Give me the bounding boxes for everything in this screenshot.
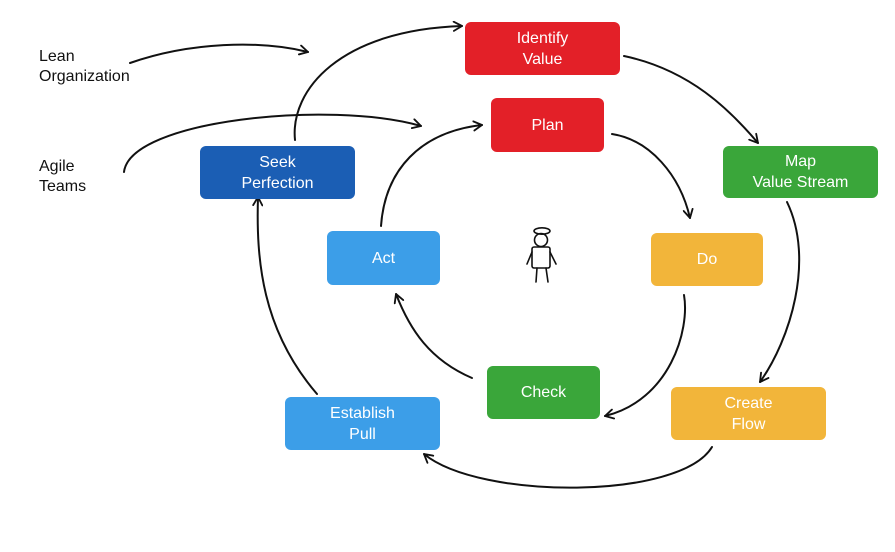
- do-box[interactable]: Do: [651, 233, 763, 286]
- arrow-map-to-create: [759, 201, 801, 383]
- arrow-establish-to-seek: [252, 196, 318, 395]
- arrow-act-to-plan: [380, 120, 483, 227]
- establish-pull-box[interactable]: Establish Pull: [285, 397, 440, 450]
- agile-teams-label: Agile Teams: [39, 158, 87, 195]
- arrow-check-to-act: [393, 293, 473, 379]
- agile-teams-arrow: [123, 113, 422, 173]
- arrow-identify-to-map: [623, 55, 759, 144]
- stick-figure-icon: [526, 227, 557, 283]
- act-box[interactable]: Act: [327, 231, 440, 285]
- identify-value-box[interactable]: Identify Value: [465, 22, 620, 75]
- seek-perfection-box[interactable]: Seek Perfection: [200, 146, 355, 199]
- lean-organization-arrow: [129, 43, 309, 64]
- arrow-seek-to-identify: [293, 20, 463, 141]
- arrow-plan-to-do: [611, 133, 694, 219]
- create-flow-box[interactable]: Create Flow: [671, 387, 826, 440]
- check-box[interactable]: Check: [487, 366, 600, 419]
- lean-organization-label: Lean Organization: [39, 48, 130, 85]
- plan-box[interactable]: Plan: [491, 98, 604, 152]
- map-value-stream-box[interactable]: Map Value Stream: [723, 146, 878, 198]
- arrow-create-to-establish: [423, 446, 713, 489]
- arrow-do-to-check: [604, 294, 686, 420]
